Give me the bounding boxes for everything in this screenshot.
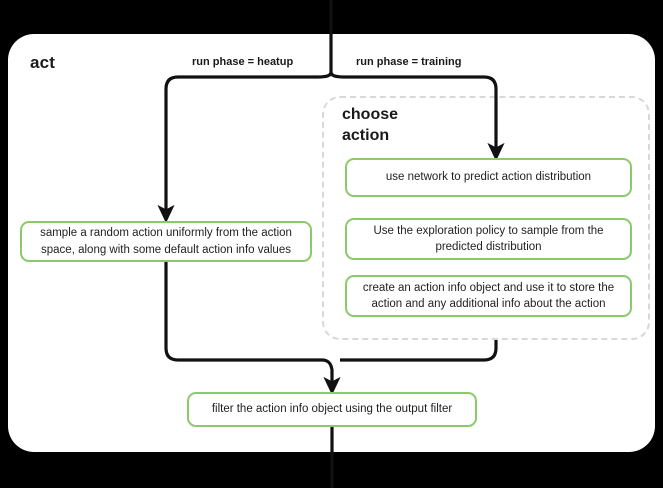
node-filter-output[interactable]: filter the action info object using the … [187, 392, 477, 427]
node-sample-random-action[interactable]: sample a random action uniformly from th… [20, 221, 312, 262]
node-create-action-info[interactable]: create an action info object and use it … [345, 275, 632, 317]
edge-label-heatup: run phase = heatup [192, 56, 294, 68]
node-use-network-predict[interactable]: use network to predict action distributi… [345, 158, 632, 197]
edge-label-training: run phase = training [356, 56, 462, 68]
node-exploration-policy[interactable]: Use the exploration policy to sample fro… [345, 218, 632, 260]
act-group-title: act [30, 53, 56, 72]
